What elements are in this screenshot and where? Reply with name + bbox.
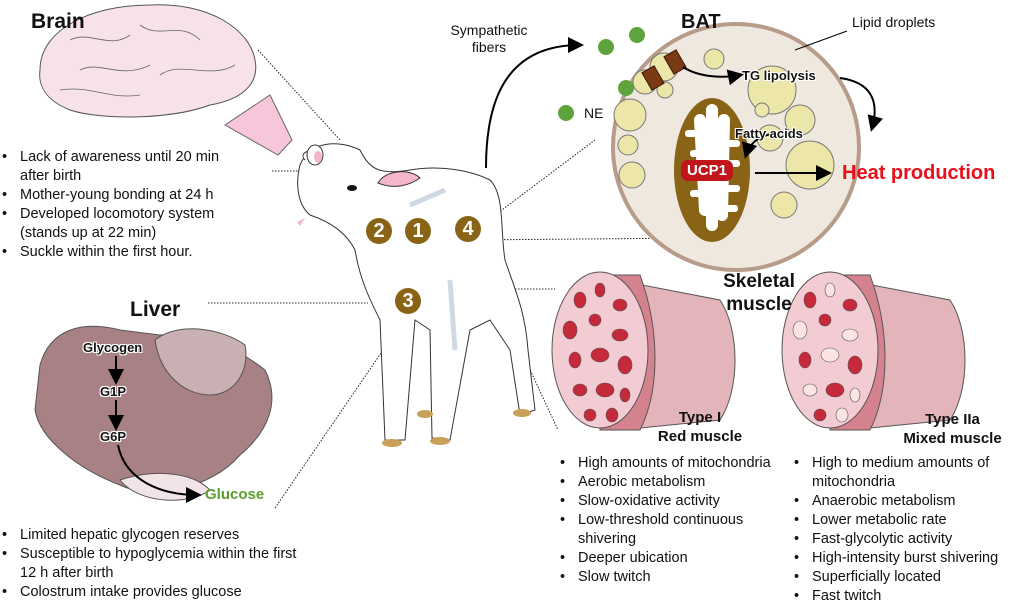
- liver-illustration: [34, 325, 273, 501]
- liver-bullet: Colostrum intake provides glucose: [0, 583, 300, 602]
- brain-bullet: Lack of awareness until 20 min after bir…: [0, 148, 250, 186]
- brain-bullet: Suckle within the first hour.: [0, 243, 250, 262]
- lipid-droplets-label: Lipid droplets: [852, 14, 936, 30]
- type2a-bullet: Superficially located: [792, 568, 1021, 587]
- ne-label: NE: [584, 105, 604, 121]
- liver-g6p-label: G6P: [100, 429, 127, 444]
- type2a-bullet: High to medium amounts of mitochondria: [792, 454, 1021, 492]
- tg-lipolysis-label: TG lipolysis: [742, 68, 816, 83]
- badge-3: 3: [395, 288, 421, 314]
- skeletal-muscle-title-line2: muscle: [726, 294, 792, 315]
- heat-production-label: Heat production: [842, 162, 996, 184]
- type2a-bullets: High to medium amounts of mitochondria A…: [792, 454, 1021, 606]
- liver-title: Liver: [130, 298, 181, 321]
- type1-subtitle: Red muscle: [657, 428, 743, 445]
- type2a-bullet: Fast twitch: [792, 587, 1021, 606]
- liver-bullet: Limited hepatic glycogen reserves: [0, 526, 300, 545]
- type2a-bullet: Anaerobic metabolism: [792, 492, 1021, 511]
- badge-4: 4: [455, 216, 481, 242]
- ucp1-label: UCP1: [681, 160, 734, 181]
- liver-bullets: Limited hepatic glycogen reserves Suscep…: [0, 526, 300, 602]
- type1-name: Type I: [678, 409, 722, 426]
- brain-title: Brain: [31, 10, 85, 33]
- type1-bullet: Slow twitch: [558, 568, 783, 587]
- badge-2: 2: [366, 218, 392, 244]
- type1-bullets: High amounts of mitochondria Aerobic met…: [558, 454, 783, 587]
- type2a-bullet: High-intensity burst shivering: [792, 549, 1021, 568]
- brain-bullet: Mother-young bonding at 24 h: [0, 186, 250, 205]
- type1-heading: Type I Red muscle: [640, 408, 760, 446]
- type1-bullet: Slow-oxidative activity: [558, 492, 783, 511]
- bat-cell-illustration: [611, 22, 861, 272]
- sympathetic-fibers-label: Sympathetic fibers: [450, 22, 528, 55]
- type2a-name: Type IIa: [925, 411, 980, 428]
- type1-bullet: High amounts of mitochondria: [558, 454, 783, 473]
- liver-g1p-label: G1P: [100, 384, 127, 399]
- brain-bullet: Developed locomotory system (stands up a…: [0, 205, 250, 243]
- liver-glycogen-label: Glycogen: [83, 340, 143, 355]
- type1-bullet: Low-threshold continuous shivering: [558, 511, 783, 549]
- muscle-type1-illustration: [551, 271, 736, 431]
- brain-bullets: Lack of awareness until 20 min after bir…: [0, 148, 250, 262]
- muscle-type2a-illustration: [781, 271, 966, 431]
- type1-bullet: Deeper ubication: [558, 549, 783, 568]
- type2a-subtitle: Mixed muscle: [903, 430, 1002, 447]
- fatty-acids-label: Fatty acids: [735, 126, 803, 141]
- liver-bullet: Susceptible to hypoglycemia within the f…: [0, 545, 300, 583]
- type1-bullet: Aerobic metabolism: [558, 473, 783, 492]
- skeletal-muscle-title-line1: Skeletal: [723, 271, 795, 292]
- receptors: [641, 49, 687, 91]
- badge-1: 1: [405, 218, 431, 244]
- ne-molecules: [558, 27, 645, 121]
- type2a-bullet: Lower metabolic rate: [792, 511, 1021, 530]
- bat-title: BAT: [681, 11, 721, 33]
- skeletal-muscle-title: Skeletal muscle: [706, 270, 812, 316]
- glucose-label: Glucose: [205, 486, 265, 503]
- type2a-heading: Type IIa Mixed muscle: [890, 410, 1015, 448]
- type2a-bullet: Fast-glycolytic activity: [792, 530, 1021, 549]
- brain-illustration: [39, 4, 293, 156]
